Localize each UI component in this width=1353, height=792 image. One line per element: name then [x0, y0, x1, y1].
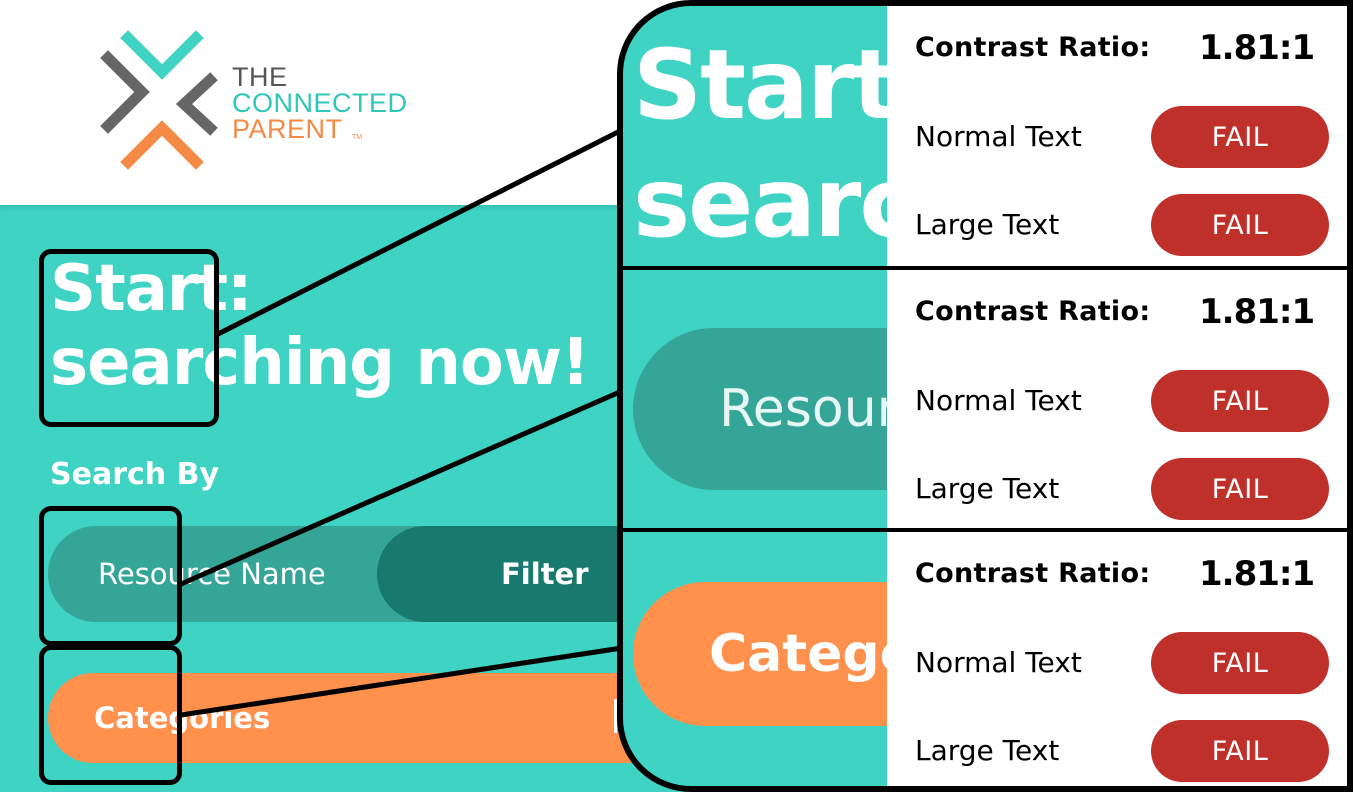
highlight-box-headline: [39, 249, 219, 427]
result-panel: Contrast Ratio: 1.81:1 Normal Text FAIL …: [887, 6, 1347, 266]
logo-text-parent: PARENT: [232, 114, 343, 144]
normal-text-label: Normal Text: [915, 646, 1082, 679]
zoom-divider: [623, 266, 1347, 270]
contrast-ratio-label: Contrast Ratio:: [915, 296, 1151, 327]
search-by-label: Search By: [50, 457, 219, 492]
zoom-row-categories: Catego Contrast Ratio: 1.81:1 Normal Tex…: [623, 532, 1347, 786]
logo-arrows-icon: [100, 30, 218, 170]
connected-parent-logo[interactable]: THE CONNECTED PARENT TM: [100, 30, 450, 180]
large-text-label: Large Text: [915, 734, 1060, 767]
contrast-zoom-panel: Start searc Contrast Ratio: 1.81:1 Norma…: [617, 0, 1353, 792]
zoom-row-headline: Start searc Contrast Ratio: 1.81:1 Norma…: [623, 6, 1347, 266]
result-panel: Contrast Ratio: 1.81:1 Normal Text FAIL …: [887, 532, 1347, 786]
zoom-divider: [623, 528, 1347, 532]
large-text-label: Large Text: [915, 208, 1060, 241]
normal-text-label: Normal Text: [915, 120, 1082, 153]
highlight-box-categories: [39, 645, 182, 785]
zoom-resource-name-tab: Resour: [633, 328, 888, 490]
normal-text-fail-badge: FAIL: [1151, 370, 1329, 432]
normal-text-fail-badge: FAIL: [1151, 632, 1329, 694]
contrast-ratio-label: Contrast Ratio:: [915, 32, 1151, 63]
result-panel: Contrast Ratio: 1.81:1 Normal Text FAIL …: [887, 270, 1347, 528]
normal-text-fail-badge: FAIL: [1151, 106, 1329, 168]
zoom-categories-dropdown: Catego: [633, 582, 888, 726]
zoom-crop-categories: Catego: [623, 532, 888, 786]
zoom-row-resource: Resour Contrast Ratio: 1.81:1 Normal Tex…: [623, 270, 1347, 528]
large-text-fail-badge: FAIL: [1151, 720, 1329, 782]
contrast-ratio-value: 1.81:1: [1199, 292, 1315, 332]
large-text-fail-badge: FAIL: [1151, 458, 1329, 520]
zoom-headline: Start searc: [633, 26, 888, 262]
highlight-box-resource: [39, 506, 182, 646]
contrast-ratio-label: Contrast Ratio:: [915, 558, 1151, 589]
zoom-headline-line-2: searc: [633, 147, 888, 259]
normal-text-label: Normal Text: [915, 384, 1082, 417]
zoom-crop-headline: Start searc: [623, 6, 888, 266]
zoom-crop-resource: Resour: [623, 270, 888, 528]
logo-trademark: TM: [352, 134, 363, 141]
contrast-ratio-value: 1.81:1: [1199, 28, 1315, 68]
zoom-headline-line-1: Start: [633, 29, 888, 141]
headline-line-2: searching now!: [50, 326, 590, 400]
large-text-fail-badge: FAIL: [1151, 194, 1329, 256]
logo-text-connected: CONNECTED: [232, 88, 408, 118]
logo-text-the: THE: [232, 62, 288, 92]
contrast-ratio-value: 1.81:1: [1199, 554, 1315, 594]
large-text-label: Large Text: [915, 472, 1060, 505]
